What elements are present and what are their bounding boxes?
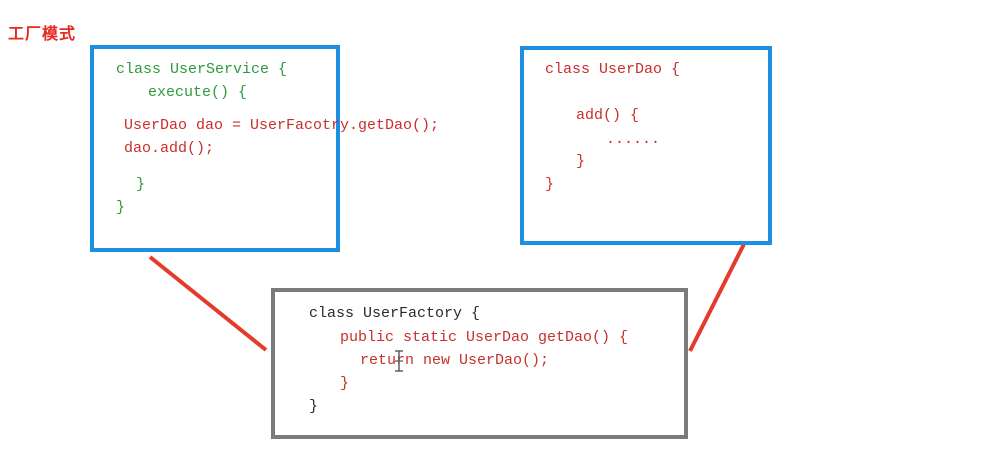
user-service-dao-line: UserDao dao = UserFacotry.getDao();: [124, 117, 440, 134]
user-factory-return-line: return new UserDao();: [360, 352, 550, 369]
text-cursor-icon: [395, 350, 403, 372]
diagram-title: 工厂模式: [8, 24, 77, 43]
user-factory-class-line: class UserFactory {: [309, 305, 481, 322]
user-dao-class-line: class UserDao {: [545, 61, 681, 78]
user-service-box: [90, 45, 340, 252]
user-factory-box: [271, 288, 688, 439]
user-service-class-close: }: [116, 199, 126, 216]
user-factory-method-close: }: [340, 375, 350, 392]
user-dao-method-line: add() {: [576, 107, 640, 124]
user-service-method-close: }: [136, 176, 146, 193]
user-service-add-call-line: dao.add();: [124, 140, 215, 157]
user-dao-method-close: }: [576, 153, 586, 170]
user-dao-class-close: }: [545, 176, 555, 193]
user-service-method-line: execute() {: [148, 84, 248, 101]
user-factory-method-line: public static UserDao getDao() {: [340, 329, 629, 346]
user-dao-box: [520, 46, 772, 245]
user-service-class-line: class UserService {: [116, 61, 288, 78]
user-dao-body-ellipsis: ......: [606, 131, 661, 148]
service-to-factory-connector: [148, 255, 268, 352]
dao-to-factory-connector: [688, 243, 746, 352]
user-factory-class-close: }: [309, 398, 319, 415]
